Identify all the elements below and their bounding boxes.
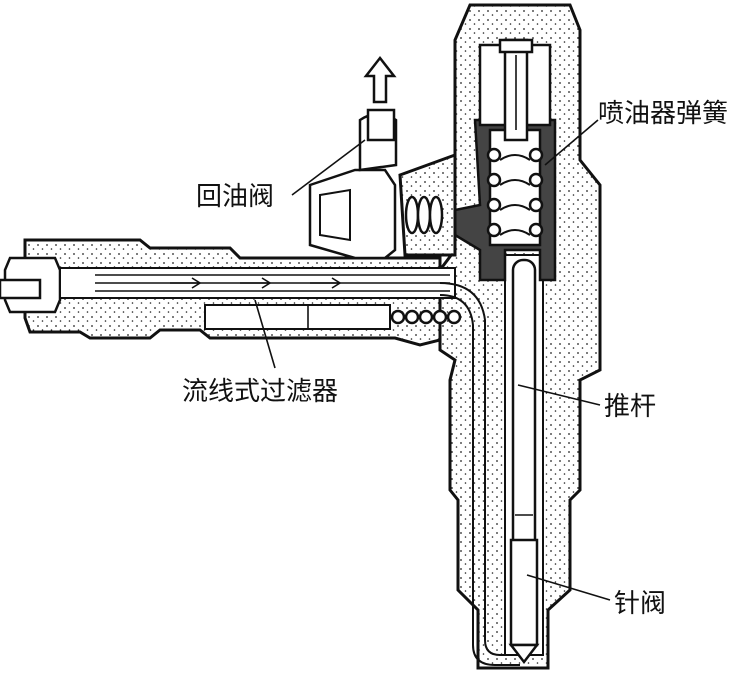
label-return-valve: 回油阀 — [196, 182, 274, 212]
return-valve-nut — [308, 168, 397, 260]
filter-tube — [204, 304, 391, 330]
needle-valve-body — [509, 538, 539, 647]
push-rod — [511, 258, 537, 552]
leader-needle-valve — [526, 574, 611, 601]
inlet-pipe — [0, 278, 42, 300]
label-push-rod: 推杆 — [604, 392, 656, 422]
up-arrow-icon — [363, 55, 397, 104]
filter-element — [95, 274, 450, 292]
label-needle-valve: 针阀 — [614, 589, 666, 619]
needle-tip — [508, 643, 540, 665]
fuel-passage — [439, 282, 515, 656]
fuel-passage-inner — [439, 294, 520, 666]
nut-face — [319, 188, 351, 242]
leader-push-rod — [517, 384, 601, 406]
leader-injector-spring — [544, 119, 599, 166]
label-streamline-filter: 流线式过滤器 — [182, 377, 338, 407]
return-pipe-top — [366, 108, 396, 142]
flow-arrow-3 — [310, 277, 342, 289]
injector-spring-coils — [486, 147, 544, 238]
flow-arrow-2 — [240, 277, 272, 289]
leader-filter — [254, 299, 276, 369]
screw-head — [498, 38, 534, 54]
valve-thread — [404, 195, 444, 235]
label-injector-spring: 喷油器弹簧 — [598, 99, 728, 129]
flow-arrow-1 — [170, 277, 202, 289]
leader-return-valve — [291, 139, 366, 196]
arm-spring — [390, 309, 462, 325]
